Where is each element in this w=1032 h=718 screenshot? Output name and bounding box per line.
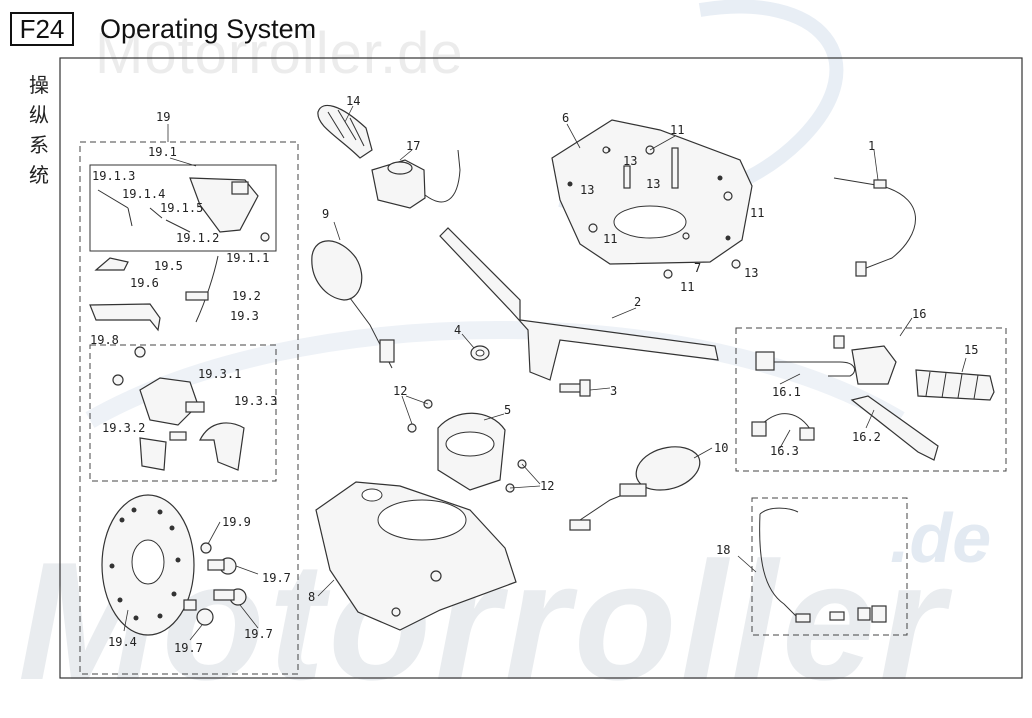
page-title: Operating System [100,14,317,44]
part-19-6-bracket [89,303,161,332]
part-10-mirror-right [569,446,701,531]
label-1: 1 [868,139,875,153]
label-5: 5 [504,403,511,417]
label-14: 14 [346,94,360,108]
part-16-2-lever [850,395,939,461]
part-4-nut [470,345,490,361]
part-9-mirror-left [311,240,395,369]
label-12-a: 12 [393,384,407,398]
part-16-3-wiring [751,413,815,441]
label-11-b: 11 [750,206,764,220]
label-19-9: 19.9 [222,515,251,529]
label-19-6: 19.6 [130,276,159,290]
part-3-bolt [559,379,591,397]
label-7: 7 [694,261,701,275]
leader-lines [123,105,967,641]
label-19-1-5: 19.1.5 [160,201,203,215]
group-18-box [751,497,908,636]
label-19-1: 19.1 [148,145,177,159]
part-19-3-caliper [112,346,245,471]
label-19-1-2: 19.1.2 [176,231,219,245]
label-16: 16 [912,307,926,321]
label-19-1-4: 19.1.4 [122,187,165,201]
label-16-2: 16.2 [852,430,881,444]
part-19-2-hose [185,255,219,323]
watermark-swoosh-lower [85,321,905,428]
part-2-handlebar [439,227,719,381]
part-19-1-master-cylinder [97,177,270,242]
chinese-title: 操纵系统 [29,73,49,187]
label-19-2: 19.2 [232,289,261,303]
label-2: 2 [634,295,641,309]
label-19-3-2: 19.3.2 [102,421,145,435]
exploded-parts-diagram: 1 2 3 4 5 6 7 8 9 10 11 11 11 11 12 12 1… [59,0,1023,679]
part-17-throttle-housing [371,149,461,209]
part-1-cable [833,177,916,277]
label-18: 18 [716,543,730,557]
label-19-3-1: 19.3.1 [198,367,241,381]
label-11-c: 11 [603,232,617,246]
part-19-7-bolts [183,542,247,626]
group-19-box [79,141,299,675]
label-19-7-a: 19.7 [262,571,291,585]
label-12-b: 12 [540,479,554,493]
label-6: 6 [562,111,569,125]
group-19-1-box [89,164,277,252]
label-19-8: 19.8 [90,333,119,347]
label-19-3-3: 19.3.3 [234,394,277,408]
part-19-4-brake-disc [101,494,195,636]
diagram-code: F24 [10,12,74,46]
label-19-1-3: 19.1.3 [92,169,135,183]
label-4: 4 [454,323,461,337]
part-6-rear-cover [551,119,753,265]
label-3: 3 [610,384,617,398]
label-9: 9 [322,207,329,221]
part-15-grip [915,369,995,401]
label-19: 19 [156,110,170,124]
label-8: 8 [308,590,315,604]
label-11-a: 11 [670,123,684,137]
label-13-a: 13 [623,154,637,168]
label-19-5: 19.5 [154,259,183,273]
label-19-1-1: 19.1.1 [226,251,269,265]
watermark-top: Motorroller.de [95,21,464,86]
label-10: 10 [714,441,728,455]
label-19-7-b: 19.7 [244,627,273,641]
group-16-box [735,327,1007,472]
part-5-cover [437,412,506,491]
label-15: 15 [964,343,978,357]
label-13-b: 13 [580,183,594,197]
group-19-3-box [89,344,277,482]
part-16-switch [755,335,897,385]
label-16-1: 16.1 [772,385,801,399]
part-18-cable [759,507,887,623]
label-19-3: 19.3 [230,309,259,323]
label-13-d: 13 [744,266,758,280]
label-19-4: 19.4 [108,635,137,649]
label-16-3: 16.3 [770,444,799,458]
label-17: 17 [406,139,420,153]
part-8-front-cover [315,481,517,631]
part-14-grip [317,104,373,159]
label-13-c: 13 [646,177,660,191]
label-19-7-c: 19.7 [174,641,203,655]
label-11-d: 11 [680,280,694,294]
part-19-5-bracket [94,257,129,271]
outer-frame [59,57,1023,679]
